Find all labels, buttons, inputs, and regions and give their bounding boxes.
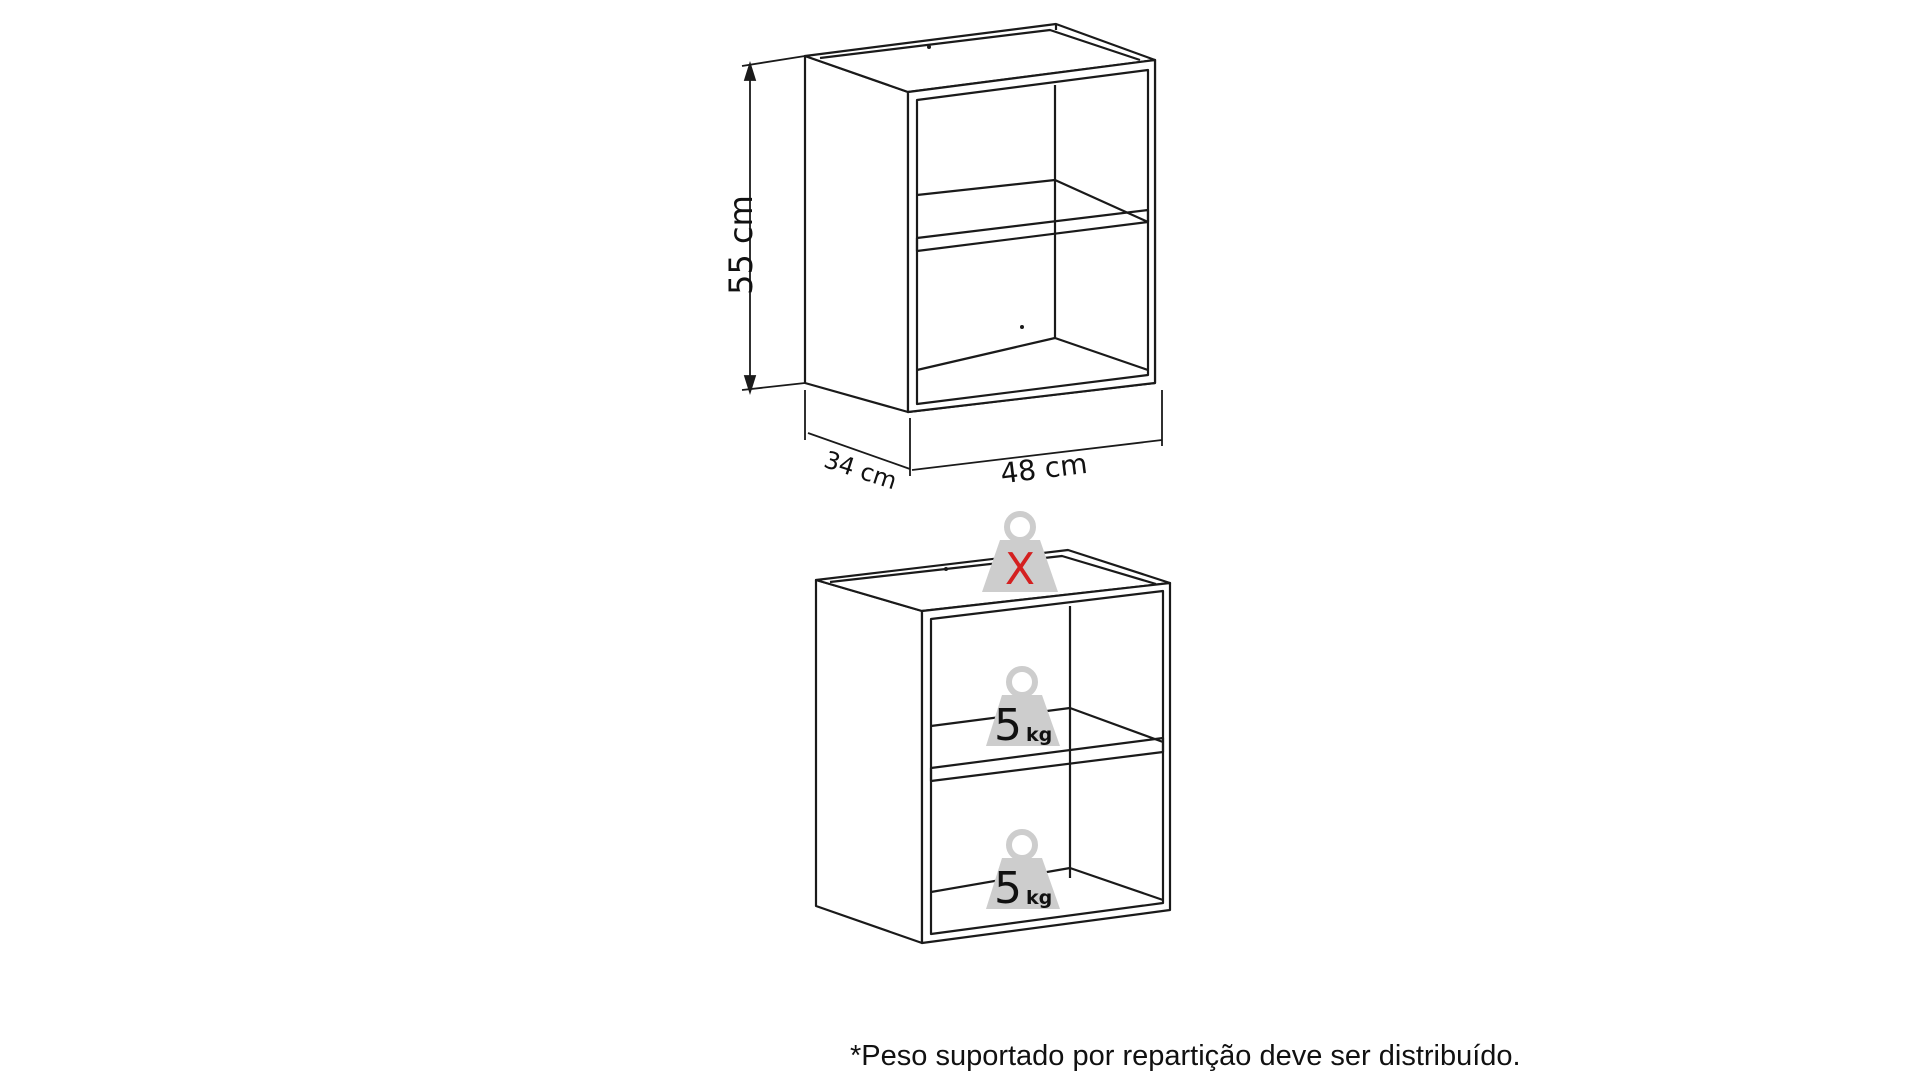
lower-shelf-load-value: 5 — [994, 863, 1022, 914]
width-dimension-line — [911, 390, 1163, 471]
width-label: 48 cm — [999, 447, 1090, 490]
upper-shelf-load-value: 5 — [994, 700, 1022, 751]
no-load-mark: X — [1005, 544, 1035, 595]
dimensioned-cabinet — [803, 22, 1157, 414]
height-label: 55 cm — [722, 195, 760, 295]
lower-shelf-load-unit: kg — [1026, 887, 1052, 909]
upper-shelf-load-unit: kg — [1026, 724, 1052, 746]
weight-icon-upper-shelf — [986, 666, 1060, 746]
weight-icon-top — [982, 511, 1058, 592]
height-dimension-line — [741, 55, 806, 396]
depth-label: 34 cm — [821, 446, 901, 496]
weight-icon-lower-shelf — [986, 829, 1060, 909]
load-cabinet — [814, 548, 1172, 945]
footnote: *Peso suportado por repartição deve ser … — [850, 1040, 1521, 1072]
depth-dimension-line — [804, 390, 911, 476]
